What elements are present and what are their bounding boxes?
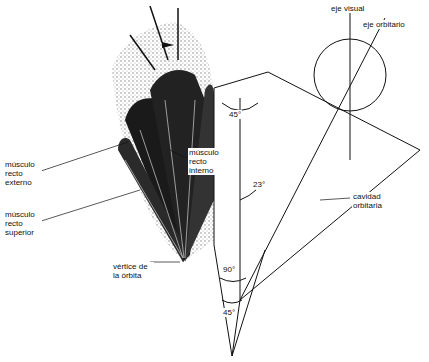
text-label: 90°: [222, 265, 236, 274]
muscle-shape: [118, 138, 186, 262]
text-label: vértice de la órbita: [112, 262, 154, 280]
text-label: músculo recto interno: [188, 148, 226, 175]
text-label: eje orbitario: [362, 20, 406, 29]
text-label: músculo recto externo: [4, 160, 42, 187]
text-label: eje visual: [330, 4, 365, 13]
text-label: 45°: [222, 308, 236, 317]
text-label: cavidad orbitaria: [352, 192, 404, 210]
text-label: 45°: [228, 110, 242, 119]
text-label: 23°: [252, 180, 266, 189]
text-label: músculo recto superior: [4, 210, 42, 237]
